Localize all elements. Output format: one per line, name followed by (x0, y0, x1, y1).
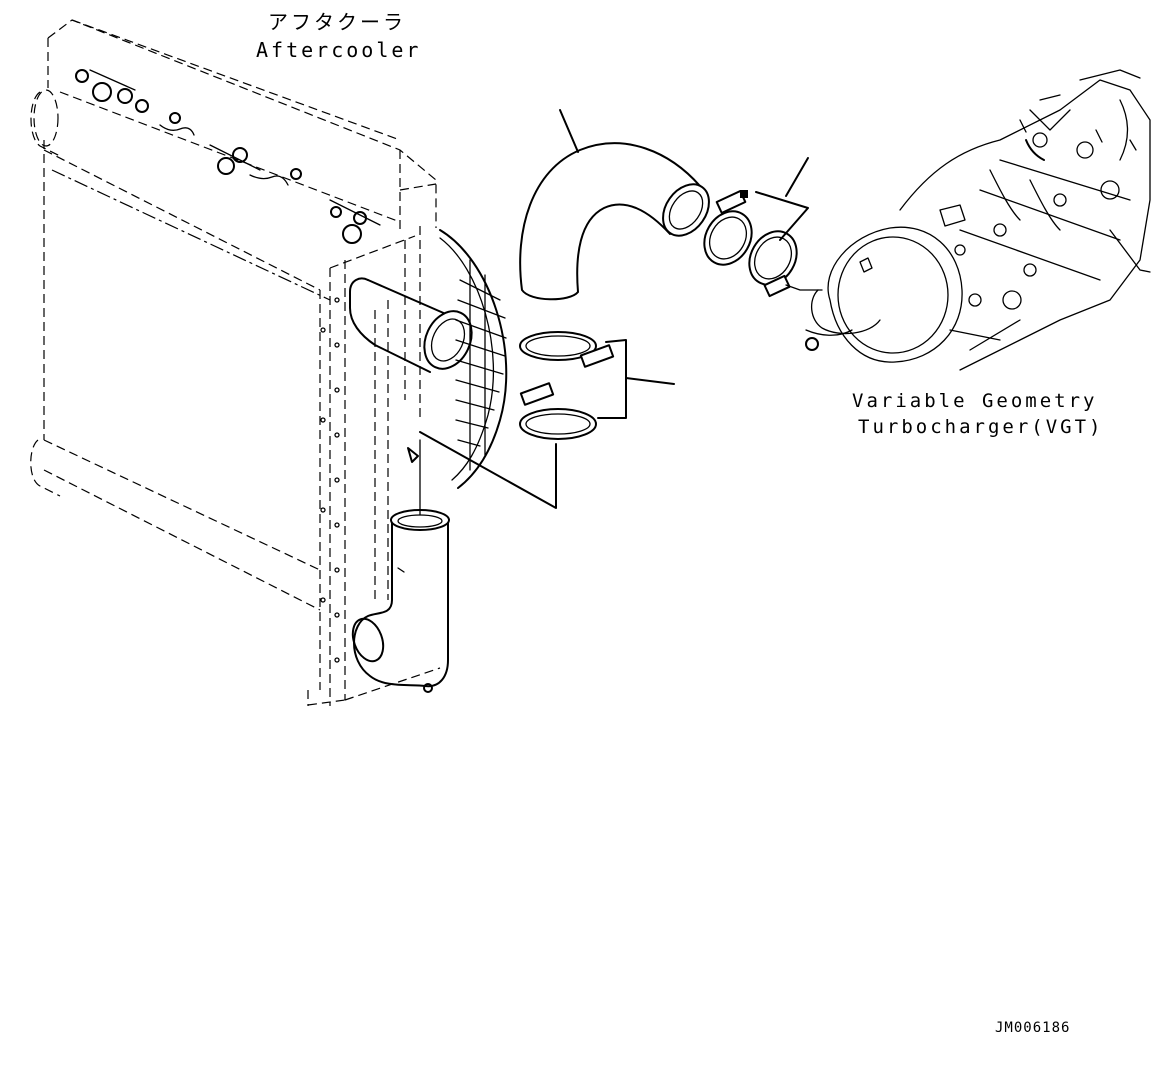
vgt-turbocharger (785, 69, 1151, 371)
aftercooler (30, 19, 508, 706)
upper-clamps (703, 157, 809, 298)
fan-shroud (439, 229, 508, 489)
drawing-code: JM006186 (995, 1020, 1071, 1036)
aftercooler-lower-inlet (351, 439, 450, 693)
frame-bolt-holes (320, 297, 340, 663)
aftercooler-label-japanese: アフタクーラ (268, 10, 406, 34)
vgt-label-line1: Variable Geometry (852, 390, 1098, 412)
aftercooler-label: Aftercooler (256, 38, 422, 62)
vgt-label-line2: Turbocharger(VGT) (858, 416, 1104, 438)
lower-clamps (419, 331, 675, 509)
upper-hose (519, 109, 710, 301)
top-tank-bolts (75, 69, 381, 244)
